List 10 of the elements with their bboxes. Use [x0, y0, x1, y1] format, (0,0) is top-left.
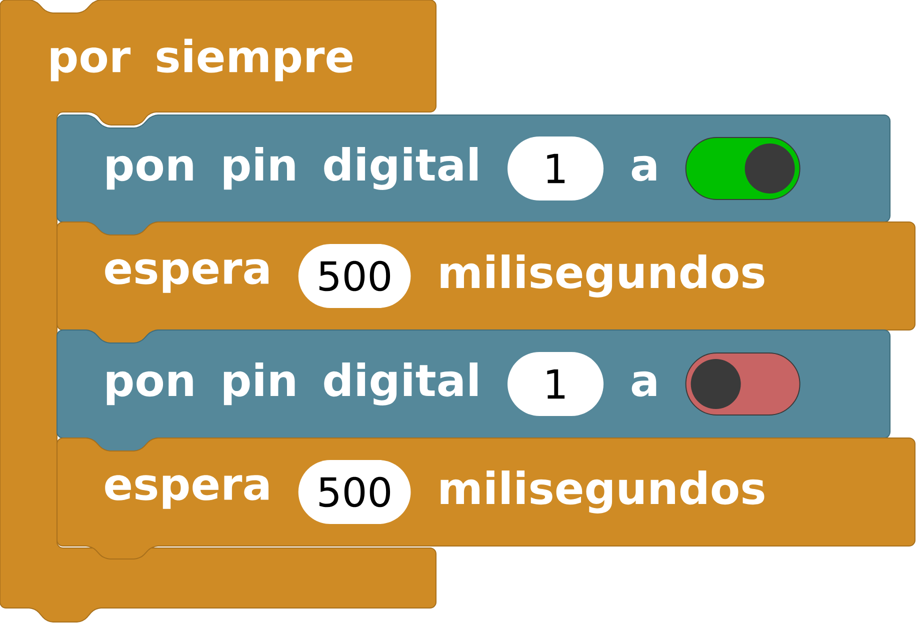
number-field: 500: [298, 244, 411, 308]
block-text: milisegundos: [440, 254, 764, 298]
number-field: 1: [508, 136, 604, 200]
number-field: 500: [298, 460, 411, 524]
node-label: espera: [105, 475, 268, 509]
node-label: espera: [105, 259, 268, 293]
block-text: milisegundos: [440, 470, 764, 514]
number-field: 1: [508, 352, 604, 416]
block-text: a: [632, 371, 656, 397]
block-text: a: [632, 156, 656, 182]
